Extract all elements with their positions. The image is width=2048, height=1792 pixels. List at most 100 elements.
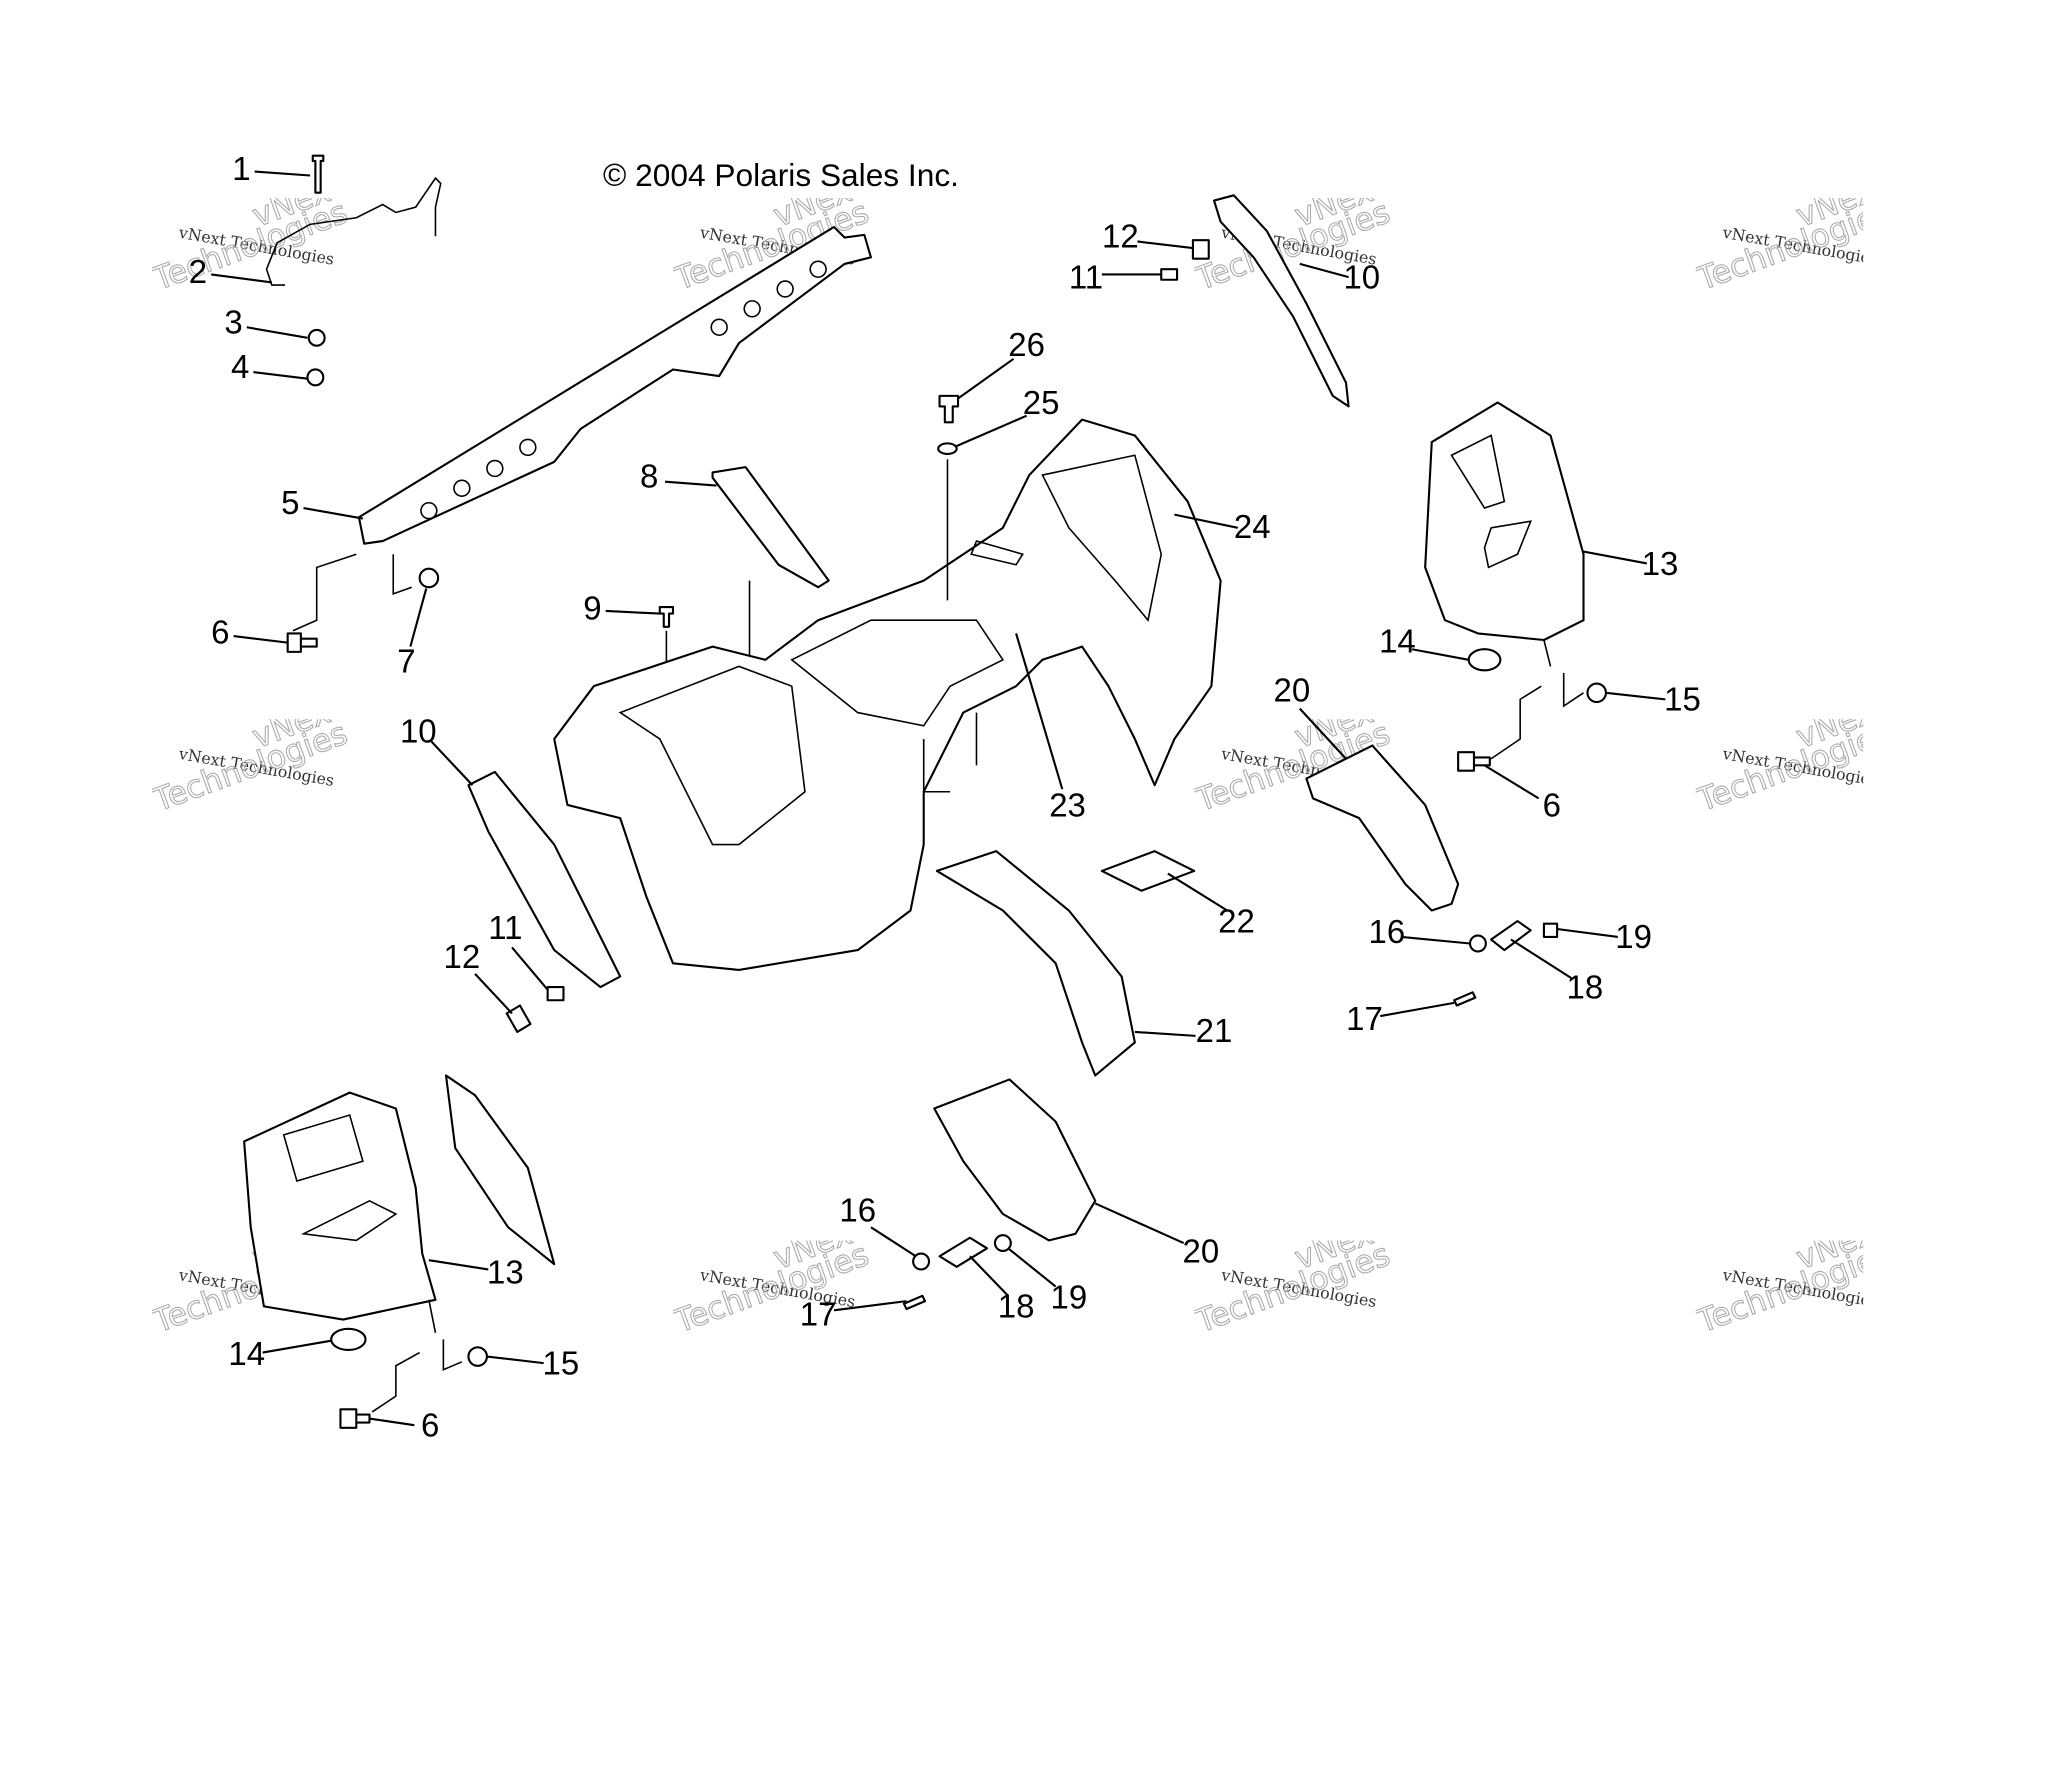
leader-line-6 — [1483, 764, 1540, 800]
watermark — [151, 719, 363, 825]
parts-drawing — [243, 154, 1607, 1429]
part-12-nut-top — [1191, 239, 1210, 260]
leader-line-18 — [1510, 938, 1574, 981]
callout-2: 2 — [189, 253, 207, 290]
part-19-rivet-bottom — [993, 1234, 1012, 1253]
callout-12: 12 — [1102, 218, 1139, 255]
leader-line-16 — [870, 1226, 917, 1258]
part-16-nut-bottom — [912, 1252, 931, 1271]
part-4-nut — [306, 368, 325, 387]
watermark — [1695, 719, 1864, 825]
callout-6: 6 — [1543, 786, 1561, 823]
callout-15: 15 — [542, 1344, 579, 1381]
leader-line-2 — [210, 273, 272, 284]
callout-10: 10 — [400, 712, 437, 749]
leader-line-17 — [1380, 1001, 1455, 1018]
callout-19: 19 — [1615, 918, 1652, 955]
leader-line-3 — [246, 326, 308, 339]
callout-4: 4 — [231, 348, 249, 385]
leader-line-1 — [254, 170, 311, 177]
part-10-trim-top — [1212, 194, 1350, 408]
part-20-flap-right — [1305, 744, 1460, 912]
part-11-clip-top — [1160, 268, 1179, 281]
part-9-screw — [658, 605, 675, 628]
callout-20: 20 — [1182, 1232, 1219, 1269]
callout-6: 6 — [211, 613, 229, 650]
callout-7: 7 — [397, 642, 415, 679]
part-20-flap-bottom — [933, 1078, 1097, 1242]
part-3-washer — [307, 328, 326, 347]
part-17-screw-right — [1453, 991, 1477, 1007]
callout-9: 9 — [583, 590, 601, 627]
leader-line-25 — [956, 414, 1028, 447]
leader-line-10 — [430, 740, 474, 786]
leader-line-14 — [1411, 648, 1469, 661]
part-14-plug-right — [1467, 648, 1502, 672]
callout-8: 8 — [640, 458, 658, 495]
callout-1: 1 — [232, 150, 250, 187]
leader-line-12 — [1137, 240, 1194, 250]
leader-line-9 — [605, 609, 660, 615]
leader-line-22 — [1167, 872, 1228, 912]
watermark — [151, 197, 363, 304]
part-10-trim-left — [467, 770, 622, 989]
callout-20: 20 — [1274, 672, 1311, 709]
leader-line-8 — [664, 480, 717, 487]
callout-5: 5 — [281, 484, 299, 521]
part-8-panel — [711, 466, 830, 589]
part-18-plate-bottom — [938, 1236, 989, 1268]
part-11-clip-left — [546, 985, 565, 1002]
callout-16: 16 — [1369, 913, 1406, 950]
part-2-rod — [265, 176, 442, 286]
callout-13: 13 — [487, 1253, 524, 1290]
callout-13: 13 — [1642, 545, 1679, 582]
part-17-screw-bottom — [902, 1294, 927, 1311]
copyright-text: © 2004 Polaris Sales Inc. — [603, 157, 959, 193]
leader-lines — [210, 170, 1666, 1427]
leader-line-10 — [1299, 262, 1349, 279]
leader-line-14 — [262, 1339, 332, 1354]
part-21-flap — [935, 850, 1136, 1077]
part-1-bolt — [311, 154, 325, 194]
leader-line-15 — [486, 1355, 544, 1365]
callout-24: 24 — [1234, 508, 1271, 545]
part-7-nut — [418, 567, 440, 589]
part-6-bolt — [286, 632, 318, 653]
callout-17: 17 — [1346, 1000, 1383, 1037]
callout-15: 15 — [1664, 681, 1701, 718]
leader-line-19 — [1556, 927, 1618, 938]
callout-26: 26 — [1008, 326, 1045, 363]
callout-14: 14 — [1379, 623, 1416, 660]
callout-16: 16 — [839, 1191, 876, 1228]
callout-11: 11 — [488, 909, 522, 946]
part-6-bolt-right — [1457, 751, 1491, 772]
callout-18: 18 — [998, 1288, 1035, 1325]
part-18-plate-right — [1490, 920, 1532, 952]
leader-line-12 — [474, 973, 513, 1015]
callout-19: 19 — [1051, 1279, 1088, 1316]
watermark — [1695, 1240, 1864, 1346]
watermark — [1194, 1240, 1406, 1346]
callout-21: 21 — [1196, 1012, 1233, 1049]
watermark — [672, 1240, 885, 1346]
part-10-shield-left — [444, 1074, 556, 1266]
leader-line-16 — [1401, 935, 1471, 945]
callout-17: 17 — [800, 1296, 837, 1333]
part-15-nut-right — [1586, 682, 1607, 704]
part-13-mudguard-left — [243, 1091, 437, 1333]
leader-line-13 — [428, 1259, 489, 1271]
callout-18: 18 — [1566, 968, 1603, 1005]
leader-line-4 — [253, 371, 308, 380]
leader-line-21 — [1134, 1030, 1196, 1037]
callout-3: 3 — [224, 303, 242, 340]
leader-line-7 — [409, 588, 428, 647]
callout-23: 23 — [1049, 786, 1086, 823]
part-19-rivet-right — [1542, 922, 1559, 938]
callout-25: 25 — [1023, 384, 1060, 421]
part-16-nut-right — [1468, 934, 1487, 953]
part-6-bolt-left — [339, 1408, 371, 1429]
leader-line-18 — [969, 1255, 1009, 1297]
callout-11: 11 — [1069, 258, 1103, 295]
